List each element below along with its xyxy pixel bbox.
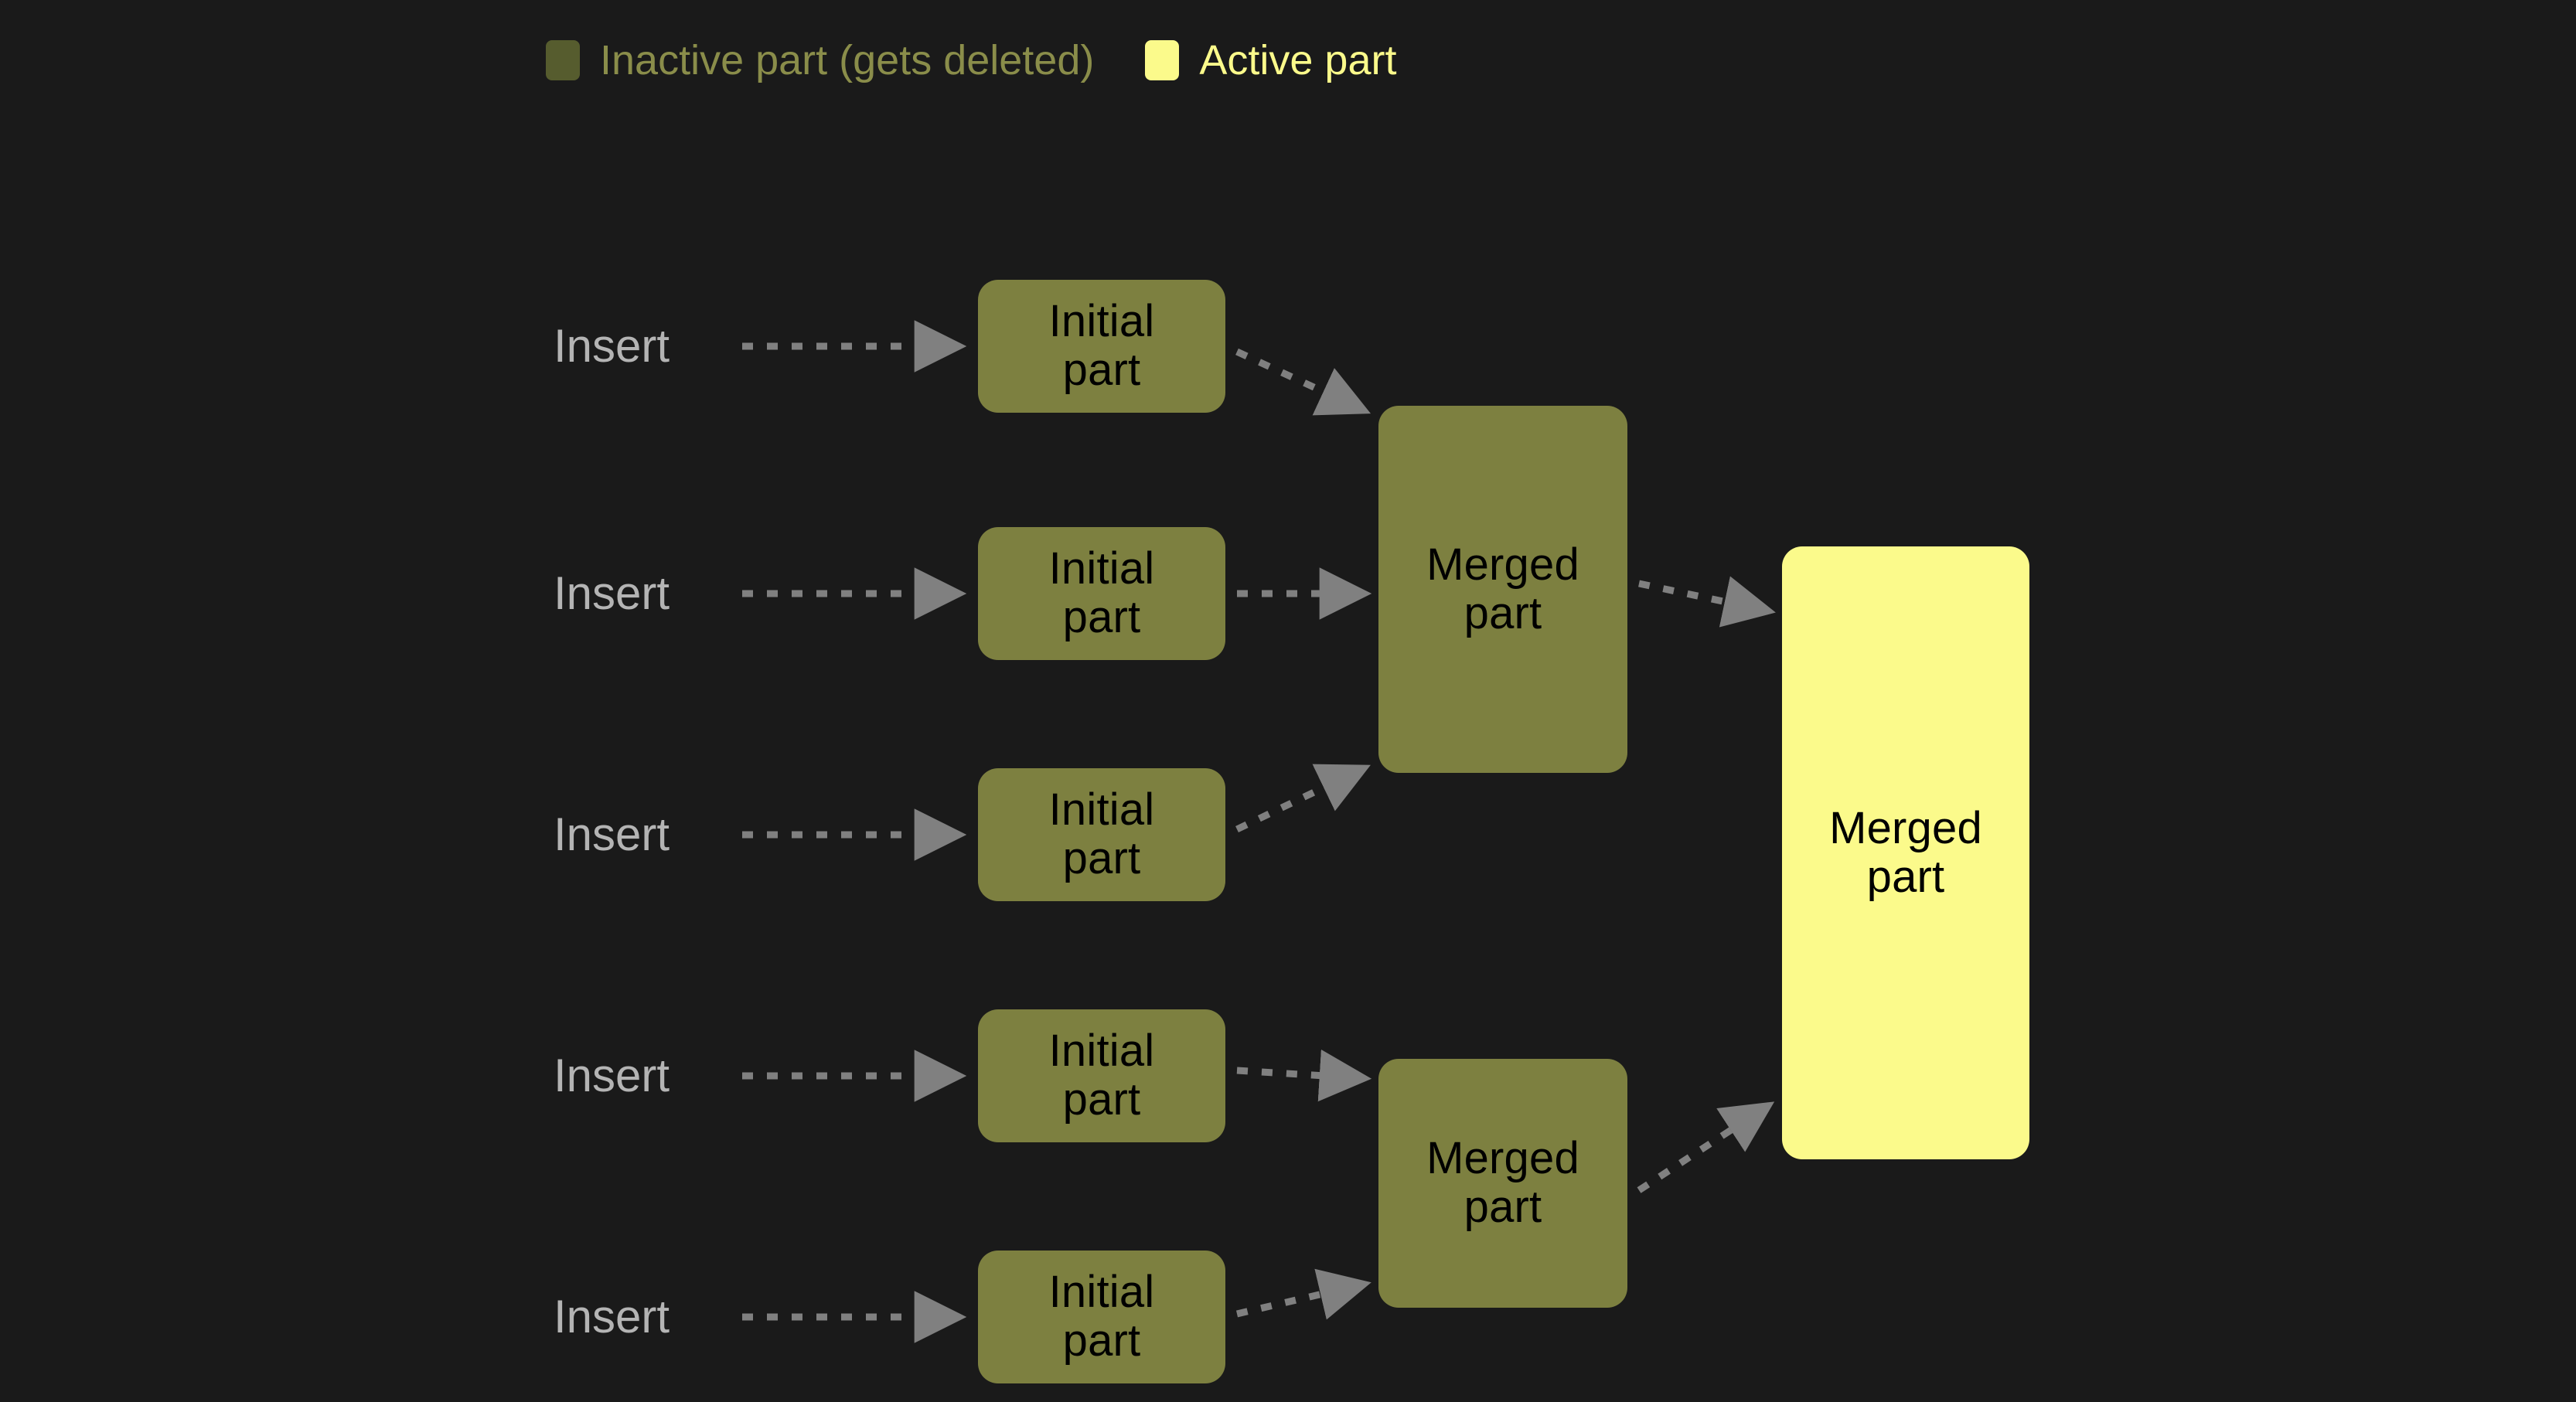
legend-label-active: Active part: [1199, 37, 1397, 83]
legend-swatch-active-icon: [1145, 40, 1180, 80]
legend-item-inactive: Inactive part (gets deleted): [546, 39, 1094, 81]
arrow-initial-1-to-merged-1: [1235, 348, 1371, 416]
insert-label-4: Insert: [554, 1050, 670, 1101]
legend: Inactive part (gets deleted) Active part: [0, 22, 2576, 99]
arrow-merged-2-to-final: [1637, 1101, 1775, 1193]
legend-swatch-inactive-icon: [546, 40, 580, 80]
arrow-initial-5-to-merged-2: [1235, 1268, 1371, 1320]
arrow-initial-4-to-merged-2: [1236, 1049, 1372, 1102]
arrow-initial-3-to-merged-1: [1235, 764, 1371, 833]
insert-label-3: Insert: [554, 808, 670, 860]
legend-item-active: Active part: [1145, 39, 1396, 81]
insert-label-2: Insert: [554, 567, 670, 619]
legend-label-inactive: Inactive part (gets deleted): [600, 37, 1095, 83]
insert-label-5: Insert: [554, 1291, 670, 1342]
arrow-merged-1-to-final: [1638, 576, 1776, 628]
insert-label-1: Insert: [554, 320, 670, 372]
